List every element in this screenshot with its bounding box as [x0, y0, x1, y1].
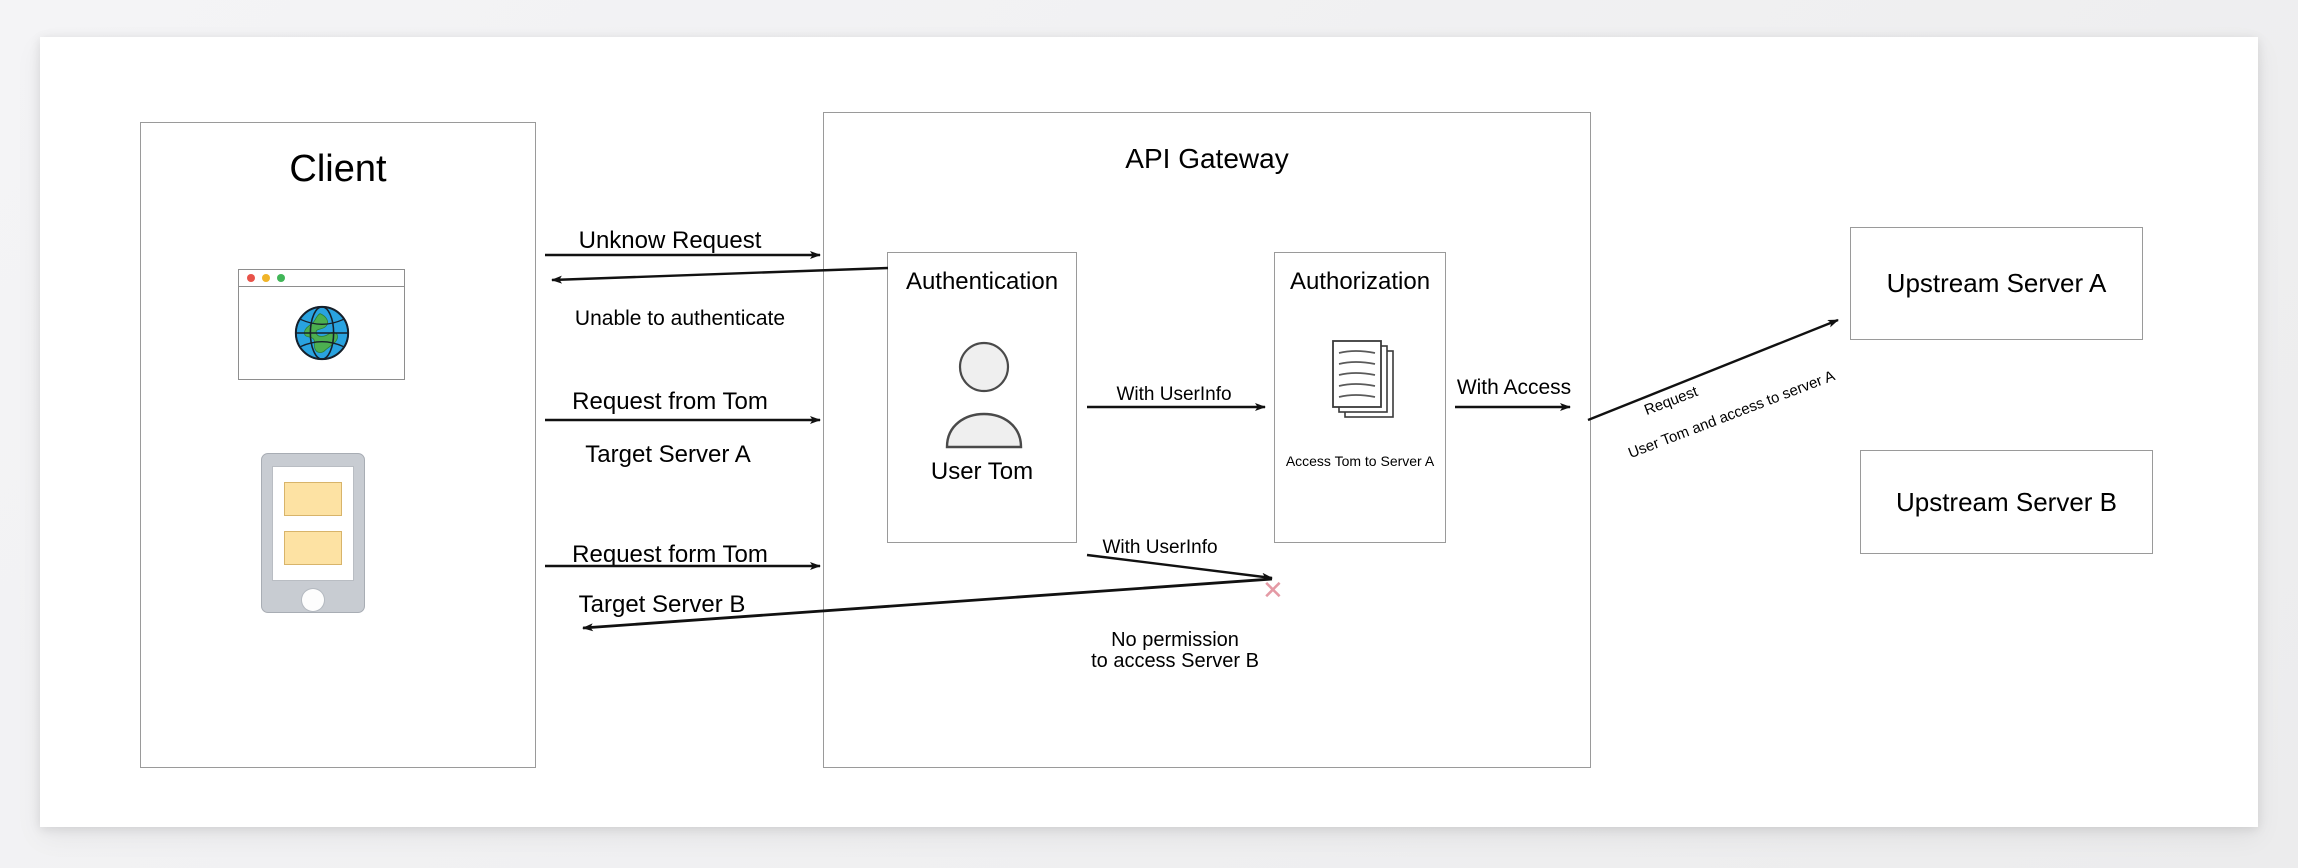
phone-tile-2	[284, 531, 342, 566]
documents-stack-icon	[1332, 340, 1394, 418]
api-gateway-box[interactable]: API Gateway Authentication User Tom Auth…	[823, 112, 1591, 768]
label-request-form-tom: Request form Tom	[572, 541, 768, 568]
client-title: Client	[289, 148, 387, 190]
blocked-x-icon: ✕	[1262, 575, 1284, 605]
authentication-box[interactable]: Authentication User Tom	[887, 252, 1077, 543]
page-card: Client	[40, 37, 2258, 827]
label-with-userinfo-b: With UserInfo	[1102, 537, 1218, 558]
label-request-diagonal: Request	[1641, 383, 1701, 419]
authentication-title: Authentication	[905, 268, 1059, 295]
browser-dot-green	[277, 274, 285, 282]
browser-window-icon	[238, 269, 405, 380]
browser-dot-yellow	[262, 274, 270, 282]
label-with-userinfo-a: With UserInfo	[1116, 384, 1232, 405]
api-gateway-title: API Gateway	[1125, 143, 1289, 174]
authorization-caption: Access Tom to Server A	[1285, 453, 1435, 469]
mobile-phone-icon	[261, 453, 365, 613]
label-no-permission-line2: to access Server B	[1091, 650, 1259, 672]
browser-viewport	[239, 287, 404, 379]
upstream-server-b-box[interactable]: Upstream Server B	[1860, 450, 2153, 554]
label-with-access: With Access	[1456, 376, 1572, 399]
phone-home-button	[301, 588, 325, 612]
upstream-server-a-box[interactable]: Upstream Server A	[1850, 227, 2143, 340]
authentication-caption: User Tom	[930, 458, 1034, 485]
phone-screen	[272, 466, 354, 582]
globe-icon	[294, 305, 349, 361]
user-person-icon	[945, 341, 1023, 449]
label-target-server-a: Target Server A	[585, 441, 751, 468]
upstream-server-a-label: Upstream Server A	[1886, 268, 2107, 298]
authorization-title: Authorization	[1289, 268, 1431, 295]
upstream-server-b-label: Upstream Server B	[1895, 487, 2118, 517]
label-unable-to-authenticate: Unable to authenticate	[574, 307, 786, 330]
client-box[interactable]: Client	[140, 122, 536, 768]
label-target-server-b: Target Server B	[578, 591, 746, 618]
label-no-permission-line1: No permission	[1111, 629, 1239, 651]
label-unknown-request: Unknow Request	[578, 227, 762, 254]
label-request-from-tom: Request from Tom	[572, 388, 768, 415]
browser-titlebar	[239, 270, 404, 287]
authorization-box[interactable]: Authorization Access Tom to Server A	[1274, 252, 1446, 543]
phone-tile-1	[284, 482, 342, 517]
browser-dot-red	[247, 274, 255, 282]
